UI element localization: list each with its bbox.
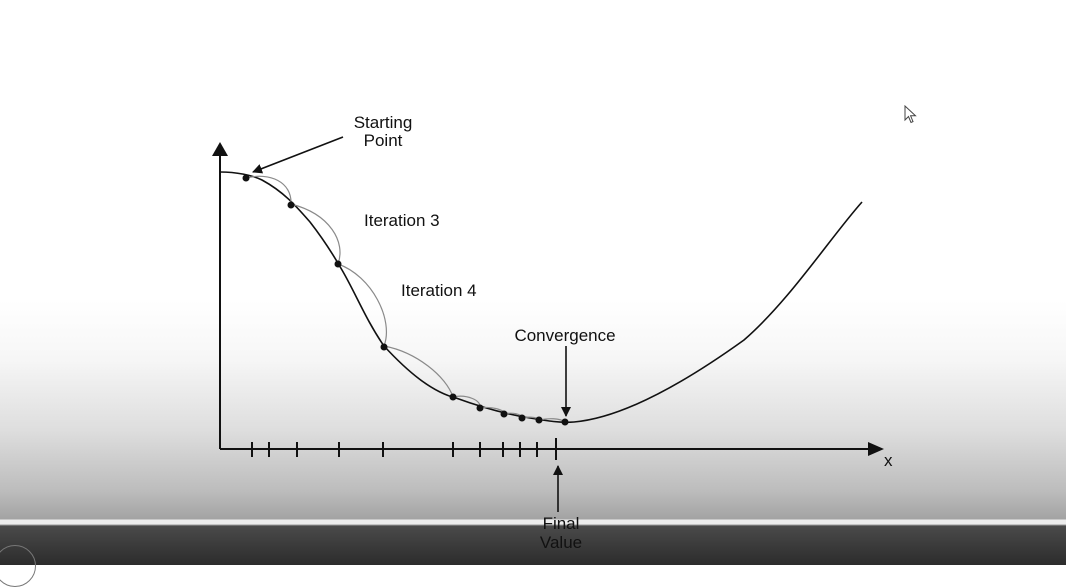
x-axis-ticks: [251, 438, 557, 460]
x-axis-arrowhead: [868, 442, 884, 456]
iteration-point: [287, 201, 295, 209]
convergence-label: Convergence: [514, 326, 615, 345]
y-axis-arrowhead: [212, 142, 228, 156]
x-axis-label: x: [884, 451, 893, 470]
iteration-point: [500, 410, 508, 418]
iteration-point: [242, 174, 250, 182]
player-badge-icon: [0, 545, 36, 587]
iteration-arc: [479, 406, 505, 415]
iteration-point: [561, 418, 569, 426]
iteration-point: [449, 393, 457, 401]
iteration-arc: [245, 175, 292, 205]
iteration-point: [476, 404, 484, 412]
iteration-point: [334, 260, 342, 268]
cost-curve: [219, 171, 863, 424]
starting-point-label-line2: Point: [364, 131, 403, 150]
iteration-arc: [337, 263, 388, 347]
final-value-label-line1: Final: [543, 514, 580, 533]
gradient-descent-diagram: x Start: [212, 113, 893, 552]
iteration-arc: [290, 203, 341, 265]
mouse-pointer-icon: [904, 105, 917, 124]
iteration-point: [518, 414, 526, 422]
iteration-point: [535, 416, 543, 424]
iteration-arc: [383, 345, 454, 398]
starting-point-label-line1: Starting: [354, 113, 413, 132]
starting-point-arrow: [252, 136, 344, 174]
iteration3-label: Iteration 3: [364, 211, 440, 230]
iteration-points: [242, 174, 569, 426]
iteration-point: [380, 343, 388, 351]
final-value-label-line2: Value: [540, 533, 582, 552]
iteration4-label: Iteration 4: [401, 281, 477, 300]
